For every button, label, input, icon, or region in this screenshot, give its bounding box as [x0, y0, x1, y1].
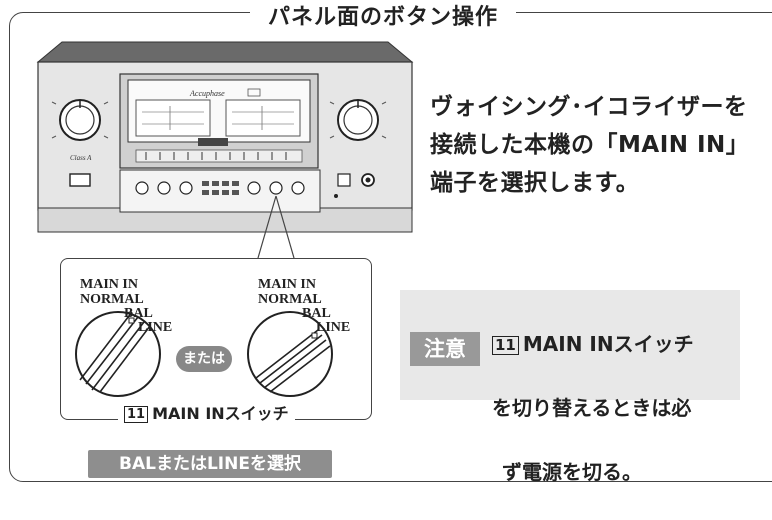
input-selector-knob — [59, 99, 101, 141]
caution-line3: ず電源を切る。 — [502, 460, 642, 484]
caution-line2: を切り替えるときは必 — [492, 396, 692, 420]
main-in-knob-bal — [75, 311, 161, 397]
caution-number-box: 11 — [492, 336, 519, 355]
switch-number-box: 11 — [124, 406, 149, 423]
left-knob-label-normal: NORMAL — [80, 292, 144, 307]
left-knob-label-main-in: MAIN IN — [80, 277, 138, 292]
left-level-meter — [135, 99, 211, 137]
right-knob-label-bal: BAL — [302, 306, 331, 321]
left-knob-label-bal: BAL — [124, 306, 153, 321]
caution-line1: MAIN INスイッチ — [522, 332, 694, 356]
class-a-label: Class A — [70, 154, 92, 162]
caution-tag: 注意 — [410, 332, 480, 366]
right-knob-label-line: LINE — [316, 320, 351, 335]
frame-title: パネル面のボタン操作 — [250, 7, 517, 29]
power-button — [69, 173, 91, 187]
panel-frame: パネル面のボタン操作 — [9, 7, 772, 482]
right-knob-label-main-in: MAIN IN — [258, 277, 316, 292]
right-level-meter — [225, 99, 301, 137]
amplifier-illustration: Accuphase Class A — [36, 41, 414, 259]
description-text: ヴォイシング･イコライザーを 接続した本機の「MAIN IN」 端子を選択します… — [430, 94, 750, 196]
select-instruction-badge: BALまたはLINEを選択 — [88, 450, 332, 478]
right-knob-label-normal: NORMAL — [258, 292, 322, 307]
main-in-knob-line — [247, 311, 333, 397]
brand-logo: Accuphase — [189, 89, 225, 98]
main-in-switch-knobs — [75, 311, 333, 397]
or-badge: または — [176, 346, 232, 372]
left-knob-label-line: LINE — [138, 320, 173, 335]
switch-caption-text: MAIN INスイッチ — [152, 404, 289, 423]
volume-knob — [337, 99, 379, 141]
